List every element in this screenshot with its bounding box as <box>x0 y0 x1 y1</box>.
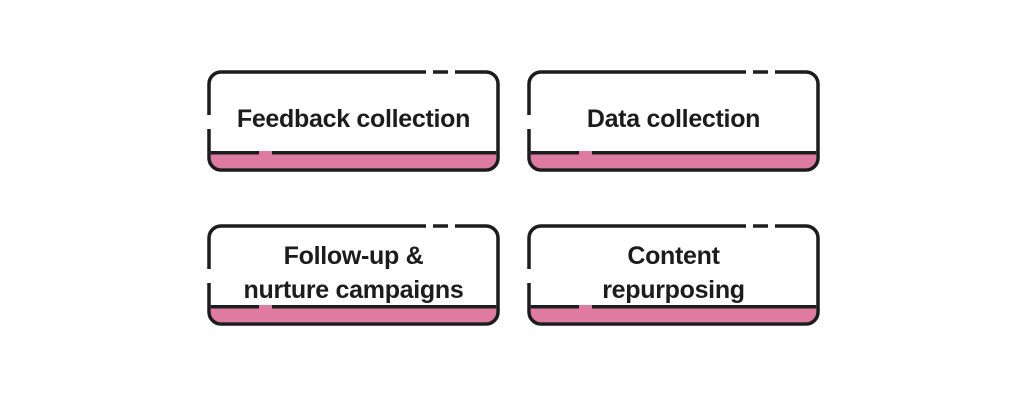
card-label: Data collection <box>586 102 761 140</box>
card-feedback-collection: Feedback collection <box>207 70 500 172</box>
accent-bar <box>530 151 817 169</box>
card-follow-up-nurture-campaigns: Follow-up & nurture campaigns <box>207 224 500 326</box>
outline-left-top <box>527 70 746 115</box>
outline-left-top <box>207 224 426 269</box>
card-label-line: nurture campaigns <box>243 276 464 304</box>
card-content-repurposing: Content repurposing <box>527 224 820 326</box>
card-label-line: Content <box>627 242 720 270</box>
card-label-line: Data collection <box>586 105 761 133</box>
outline-left-top <box>527 224 746 269</box>
card-outline-art <box>207 224 500 326</box>
outline-left-top <box>207 70 426 115</box>
outline-main <box>527 224 820 326</box>
accent-bar <box>210 151 497 169</box>
accent-bar <box>530 305 817 323</box>
card-label-line: repurposing <box>602 276 745 304</box>
outline-main <box>207 70 500 172</box>
card-data-collection: Data collection <box>527 70 820 172</box>
card-label: Content repurposing <box>602 239 745 311</box>
card-label: Feedback collection <box>236 102 471 140</box>
card-grid: Feedback collection Data collection <box>207 70 820 326</box>
card-label-line: Follow-up & <box>283 242 424 270</box>
card-outline-art <box>527 224 820 326</box>
card-outline-art <box>207 70 500 172</box>
accent-bar <box>210 305 497 323</box>
card-outline-art <box>527 70 820 172</box>
card-label: Follow-up & nurture campaigns <box>244 239 464 311</box>
card-label-line: Feedback collection <box>236 105 471 133</box>
outline-main <box>207 224 500 326</box>
outline-main <box>527 70 820 172</box>
